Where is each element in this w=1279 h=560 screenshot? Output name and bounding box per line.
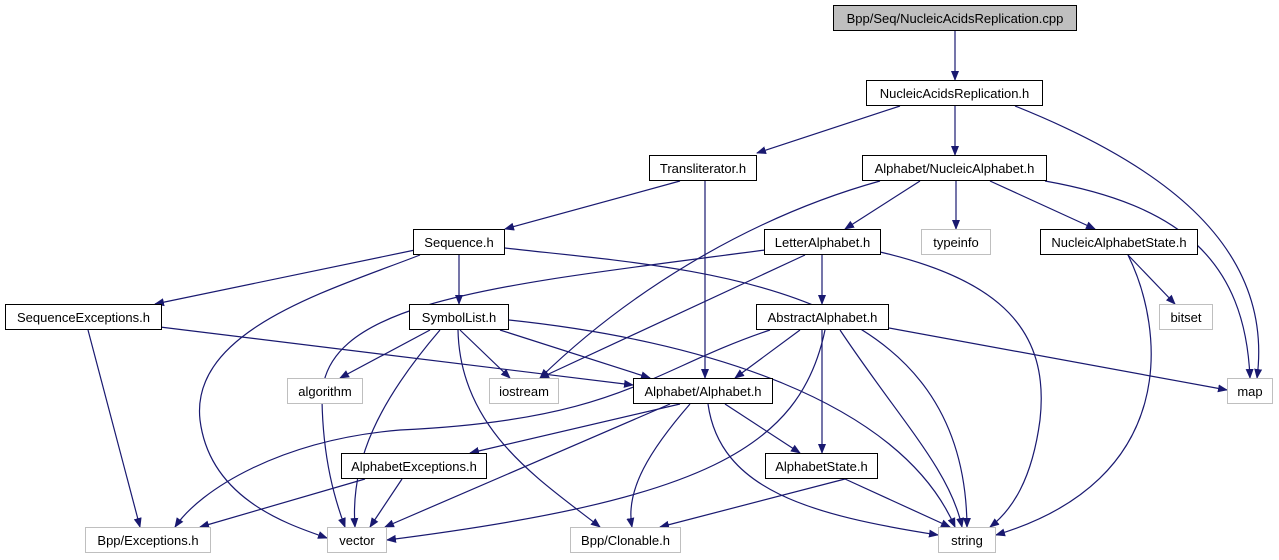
node-nar[interactable]: NucleicAcidsReplication.h <box>866 80 1043 106</box>
node-label: Sequence.h <box>424 234 494 250</box>
node-typeinfo: typeinfo <box>921 229 991 255</box>
node-label: map <box>1237 383 1263 399</box>
edge-nar-to-map <box>1014 105 1263 379</box>
node-label: Bpp/Seq/NucleicAcidsReplication.cpp <box>846 10 1064 26</box>
node-alphabet[interactable]: Alphabet/Alphabet.h <box>633 378 773 404</box>
edge-sequence-to-string <box>504 247 971 528</box>
edge-seqexc-to-alphabet <box>159 326 634 388</box>
node-label: iostream <box>499 383 549 399</box>
node-label: typeinfo <box>933 234 979 250</box>
edge-nar-to-translit <box>756 105 901 154</box>
edge-letter-to-vector <box>321 249 766 528</box>
edge-nastate-to-string <box>995 254 1152 537</box>
node-iostream: iostream <box>489 378 559 404</box>
node-label: NucleicAcidsReplication.h <box>879 85 1030 101</box>
node-nastate[interactable]: NucleicAlphabetState.h <box>1040 229 1198 255</box>
node-astate[interactable]: AlphabetState.h <box>765 453 878 479</box>
node-abstract[interactable]: AbstractAlphabet.h <box>756 304 889 330</box>
node-string: string <box>938 527 996 553</box>
node-translit[interactable]: Transliterator.h <box>649 155 757 181</box>
node-clonable: Bpp/Clonable.h <box>570 527 681 553</box>
node-label: Alphabet/Alphabet.h <box>644 383 762 399</box>
edge-alphabet-to-astate <box>724 403 801 454</box>
edge-abstract-to-exceptions <box>174 329 771 528</box>
edge-abstract-to-string <box>839 329 965 528</box>
node-label: bitset <box>1170 309 1202 325</box>
edge-alphabet-to-alphexc <box>469 403 681 455</box>
node-sequence[interactable]: Sequence.h <box>413 229 505 255</box>
node-map: map <box>1227 378 1273 404</box>
node-letter[interactable]: LetterAlphabet.h <box>764 229 881 255</box>
node-alphexc[interactable]: AlphabetExceptions.h <box>341 453 487 479</box>
node-label: LetterAlphabet.h <box>774 234 871 250</box>
edge-sequence-to-vector <box>199 254 421 539</box>
edge-nucalph-to-map <box>1044 180 1254 379</box>
edge-nastate-to-bitset <box>1127 254 1176 305</box>
node-label: Transliterator.h <box>659 160 747 176</box>
node-bitset: bitset <box>1159 304 1213 330</box>
edge-symbol-to-iostream <box>459 329 511 379</box>
node-label: algorithm <box>298 383 352 399</box>
edge-alphabet-to-string <box>707 403 939 538</box>
node-label: Bpp/Clonable.h <box>581 532 670 548</box>
node-label: Bpp/Exceptions.h <box>97 532 199 548</box>
node-label: SymbolList.h <box>421 309 497 325</box>
node-label: NucleicAlphabetState.h <box>1051 234 1187 250</box>
edge-nucalph-to-nastate <box>989 180 1096 230</box>
node-label: AlphabetExceptions.h <box>351 458 477 474</box>
edge-abstract-to-alphabet <box>734 329 801 379</box>
edge-symbol-to-string <box>508 319 956 528</box>
edge-astate-to-clonable <box>659 478 846 529</box>
edge-alphabet-to-vector <box>384 403 671 528</box>
node-label: AlphabetState.h <box>775 458 868 474</box>
edge-seqexc-to-exceptions <box>87 329 142 528</box>
node-label: vector <box>339 532 375 548</box>
edge-letter-to-string <box>879 251 1042 528</box>
edge-alphabet-to-clonable <box>626 403 691 528</box>
node-label: AbstractAlphabet.h <box>767 309 878 325</box>
edge-symbol-to-vector <box>350 329 441 528</box>
edge-nucalph-to-iostream <box>539 180 881 379</box>
edge-symbol-to-alphabet <box>499 329 651 380</box>
node-symbol[interactable]: SymbolList.h <box>409 304 509 330</box>
edge-abstract-to-vector <box>386 329 826 543</box>
edge-sequence-to-seqexc <box>154 249 416 307</box>
node-label: string <box>951 532 983 548</box>
node-vector: vector <box>327 527 387 553</box>
edge-alphexc-to-vector <box>369 478 403 528</box>
node-exceptions: Bpp/Exceptions.h <box>85 527 211 553</box>
edge-abstract-to-map <box>888 327 1228 393</box>
node-label: SequenceExceptions.h <box>17 309 150 325</box>
edge-nucalph-to-letter <box>844 180 921 230</box>
edge-symbol-to-algorithm <box>339 329 431 379</box>
edge-astate-to-string <box>844 478 951 528</box>
node-algorithm: algorithm <box>287 378 363 404</box>
node-label: Alphabet/NucleicAlphabet.h <box>874 160 1035 176</box>
edge-alphexc-to-exceptions <box>199 478 366 529</box>
node-seqexc[interactable]: SequenceExceptions.h <box>5 304 162 330</box>
edge-translit-to-sequence <box>504 180 681 231</box>
node-nucalph[interactable]: Alphabet/NucleicAlphabet.h <box>862 155 1047 181</box>
node-cpp[interactable]: Bpp/Seq/NucleicAcidsReplication.cpp <box>833 5 1077 31</box>
